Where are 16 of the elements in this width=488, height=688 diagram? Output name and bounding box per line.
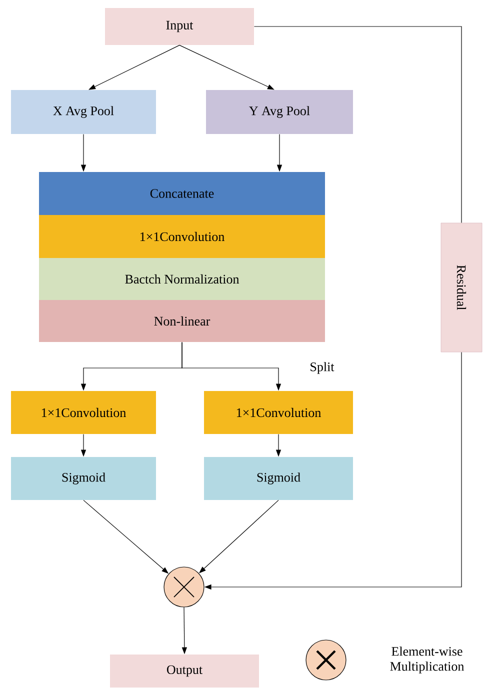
sigmoid-box: Sigmoid (204, 457, 353, 500)
input-box: Input (105, 8, 254, 45)
residual-box: Residual (440, 222, 482, 352)
layer-band: 1×1Convolution (39, 215, 325, 258)
layer-band: Bactch Normalization (39, 258, 325, 300)
layer-band: Concatenate (39, 172, 325, 215)
legend-text: Element-wise Multiplication (390, 646, 464, 674)
convolution-box: 1×1Convolution (11, 391, 156, 434)
sigmoid-box: Sigmoid (11, 457, 156, 500)
layer-band: Non-linear (39, 300, 325, 342)
split-label: Split (310, 362, 334, 374)
pooling-box: Y Avg Pool (206, 90, 353, 134)
pooling-box: X Avg Pool (11, 90, 156, 134)
convolution-box: 1×1Convolution (204, 391, 353, 434)
output-box: Output (110, 654, 259, 688)
multiply-circle (164, 566, 204, 608)
